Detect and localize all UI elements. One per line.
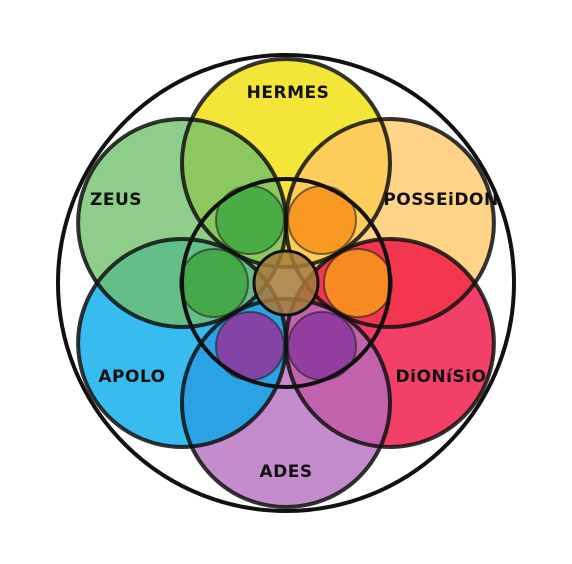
label-posseidon: POSSEiDON xyxy=(383,190,498,210)
inner-lobes xyxy=(179,185,393,381)
inner-lobe-left xyxy=(179,248,249,318)
inner-lobe-right xyxy=(323,248,393,318)
label-dionisio: DiONíSiO xyxy=(396,367,487,387)
center-core xyxy=(252,249,320,317)
outer-ring xyxy=(56,53,516,513)
label-apolo: APOLO xyxy=(98,367,165,387)
label-hermes: HERMES xyxy=(247,83,330,103)
petal-outline-zeus xyxy=(76,117,289,329)
label-ades: ADES xyxy=(259,462,312,482)
center-ring xyxy=(180,177,392,389)
label-zeus: ZEUS xyxy=(90,190,142,210)
petal-outline-apolo xyxy=(76,237,289,449)
